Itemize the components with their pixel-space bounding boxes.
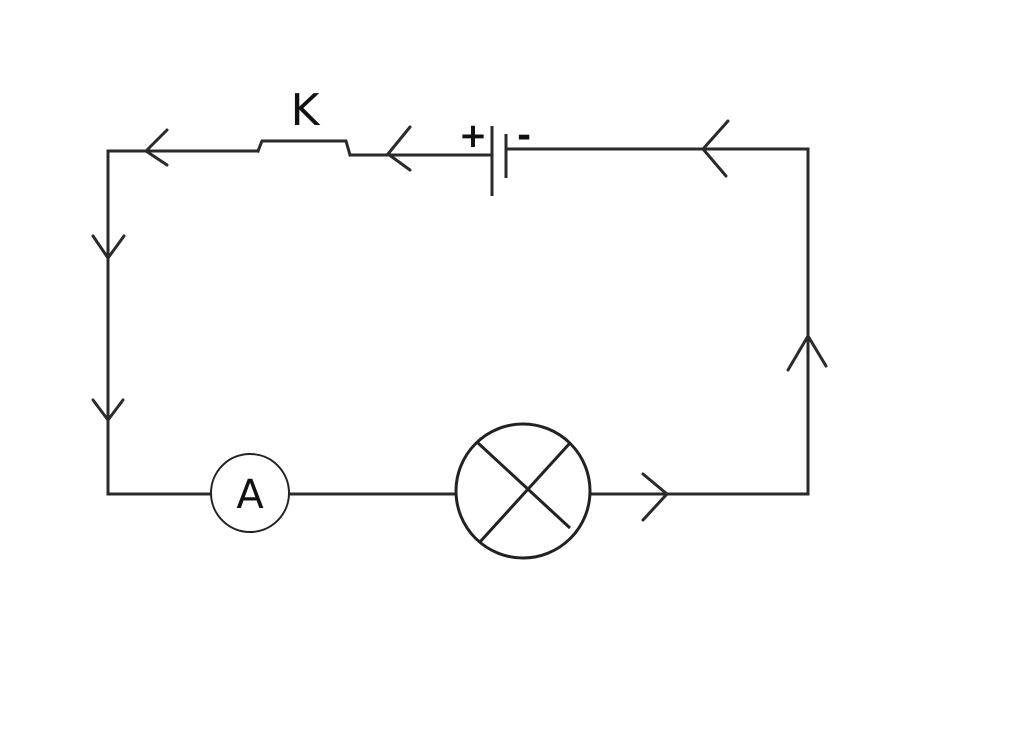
arrow-left-top-2 bbox=[386, 125, 412, 172]
switch-k bbox=[256, 139, 352, 157]
arrow-left-top-3 bbox=[701, 119, 730, 178]
arrow-left-top-1 bbox=[144, 128, 169, 167]
ammeter-circle bbox=[210, 453, 290, 533]
battery-positive-label: + bbox=[459, 116, 488, 156]
ammeter: A bbox=[210, 453, 290, 533]
arrow-down-left-2 bbox=[91, 398, 125, 422]
battery-negative-label: - bbox=[517, 116, 531, 156]
arrow-up-right bbox=[786, 334, 828, 372]
lamp bbox=[454, 422, 592, 560]
arrow-right-bottom bbox=[641, 472, 669, 522]
current-arrows bbox=[91, 119, 828, 522]
switch-label: K bbox=[291, 85, 321, 136]
circuit-wires bbox=[106, 139, 810, 496]
lamp-cross-2 bbox=[477, 441, 572, 545]
lamp-cross-1 bbox=[476, 441, 572, 530]
arrow-down-left-1 bbox=[91, 234, 126, 260]
ammeter-label: A bbox=[236, 472, 264, 518]
battery bbox=[490, 126, 508, 196]
